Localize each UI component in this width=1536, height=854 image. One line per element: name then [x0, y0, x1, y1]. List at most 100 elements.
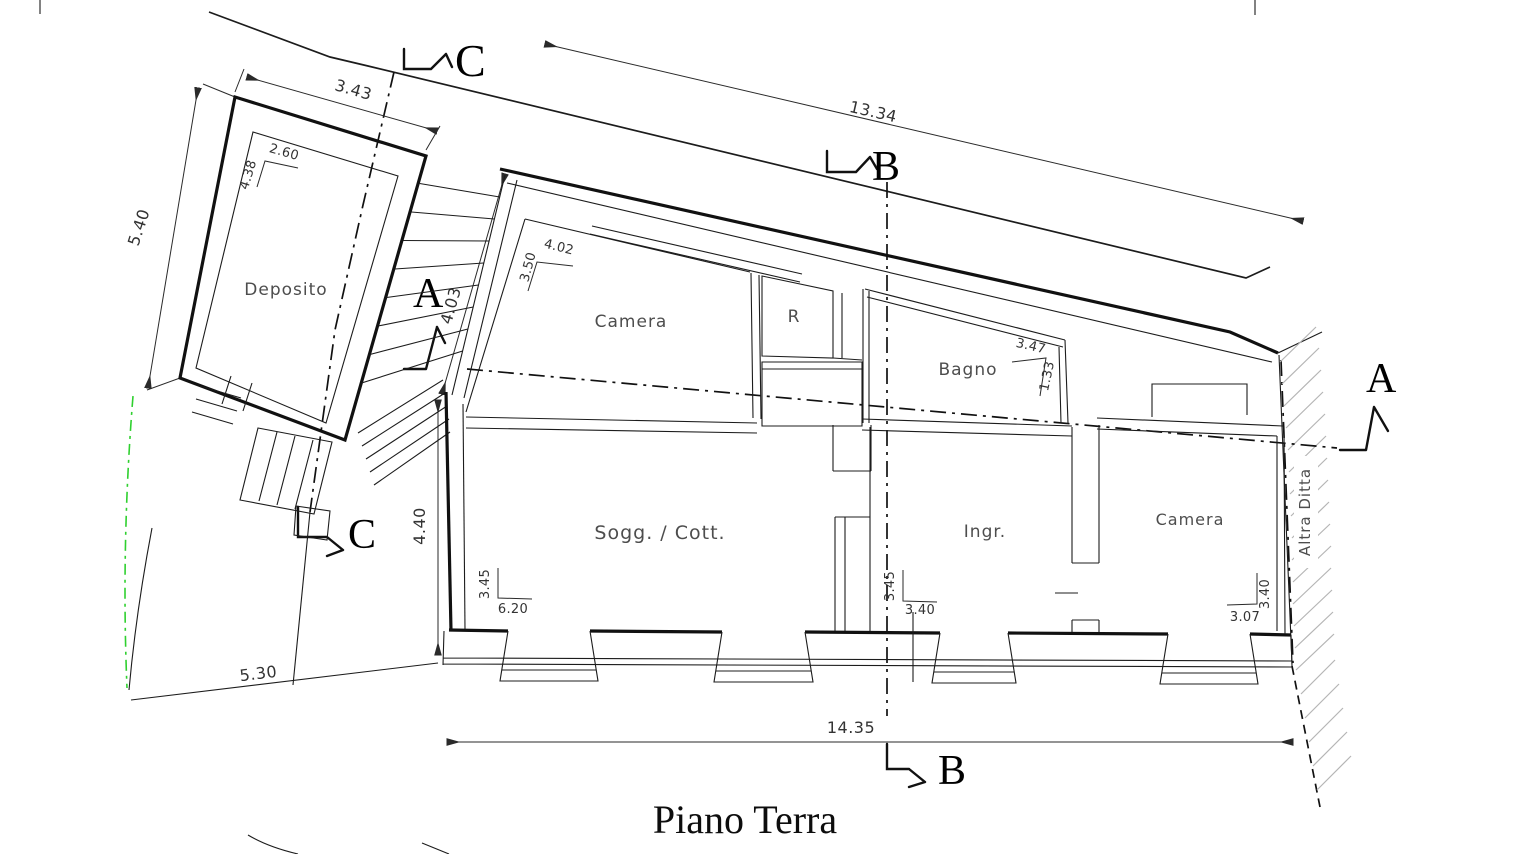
room-camera-lower: Camera 3.40 3.07 [1096, 383, 1286, 635]
camera-lower-bay [1151, 383, 1248, 417]
camera-upper-dim-width: 4.02 [542, 237, 575, 259]
lower-stair-treads-left [258, 431, 314, 510]
west-wall-outer [444, 391, 453, 632]
drawing-title: Piano Terra [653, 797, 837, 842]
site-boundaries [39, 0, 1271, 854]
upper-stair-stringer [451, 174, 518, 399]
lower-stair-treads-right [357, 379, 451, 486]
window-ingresso [931, 632, 1017, 684]
west-wall-inner [462, 403, 466, 630]
camera-upper-glazing [589, 225, 803, 283]
window-soggiorno-2 [713, 631, 814, 683]
north-boundary-line [208, 11, 1271, 279]
bagno-north-wall [864, 288, 1066, 348]
window-camera [1159, 633, 1259, 685]
section-letter-b-bottom: B [938, 748, 966, 794]
camera-r-partition [750, 272, 762, 420]
section-letter-c-bottom: C [348, 512, 376, 558]
room-ingresso: Ingr. 3.45 3.40 [883, 522, 1006, 682]
dim-line-4-03 [438, 172, 509, 396]
deposito-label: Deposito [244, 280, 327, 300]
south-boundary-line [130, 662, 439, 701]
stair-landing [293, 505, 331, 541]
dim-line-3-43 [245, 73, 439, 135]
section-letter-b-top: B [872, 144, 900, 190]
camera-upper-label: Camera [595, 312, 668, 332]
lower-stair-outline-left [239, 427, 333, 515]
external-stairs [239, 174, 518, 541]
bagno-dim-leader [1011, 357, 1047, 397]
bagno-dim-width: 3.47 [1014, 336, 1047, 357]
altra-ditta-label: Altra Ditta [1296, 468, 1314, 556]
ingresso-camera-wall [1055, 425, 1100, 632]
upper-stair-treads [361, 182, 500, 384]
strip-left-edge [1278, 354, 1293, 665]
bagno-label: Bagno [938, 360, 997, 380]
dim-text-14-35: 14.35 [827, 718, 875, 737]
lower-sheet-fragment-arc [247, 834, 299, 854]
section-line-c-extension [292, 511, 311, 686]
bagno-east-wall [1058, 339, 1069, 424]
dim-line-5-40 [144, 86, 202, 390]
camera-upper-dim-depth: 3.50 [517, 251, 539, 284]
north-wall-outer [499, 167, 1279, 355]
bagno-west-wall [862, 289, 870, 423]
ingresso-dim-width: 3.40 [905, 603, 935, 618]
dim-text-13-34: 13.34 [848, 97, 899, 126]
section-letter-a-right: A [1366, 356, 1397, 402]
north-wall-inner [506, 182, 1273, 363]
label-mask [1294, 456, 1318, 568]
deposito-door-ticks [221, 375, 253, 412]
deposito-dim-leader [256, 160, 299, 188]
section-arrow-b-bottom [885, 742, 927, 789]
main-building: Camera 4.02 3.50 R Bagno 3.47 1.33 Sogg.… [442, 167, 1293, 685]
section-arrow-c-bottom [296, 505, 345, 558]
ingresso-dim-depth: 3.45 [883, 571, 898, 601]
soggiorno-label: Sogg. / Cott. [594, 522, 725, 544]
dim-ext-5-40 [146, 83, 236, 391]
curved-boundary-arc [128, 527, 153, 691]
dim-line-13-34 [543, 40, 1305, 225]
dim-text-5-30: 5.30 [238, 662, 278, 685]
room-camera-upper: Camera 4.02 3.50 [465, 218, 803, 420]
southeast-boundary-dashed [1291, 665, 1321, 808]
lower-sheet-fragment-line [421, 842, 450, 854]
ripostiglio-label: R [788, 307, 801, 327]
deposito-outer-walls [178, 94, 428, 443]
dim-ext-3-43 [234, 68, 441, 151]
room-soggiorno: Sogg. / Cott. 3.45 6.20 [478, 522, 725, 617]
middle-spine-wall [465, 416, 1073, 437]
camera-lower-dim-width: 3.07 [1230, 610, 1260, 625]
soggiorno-dim-width: 6.20 [498, 602, 528, 617]
deposito-building: Deposito 2.60 4.38 [178, 94, 428, 443]
deposito-inner-walls [195, 131, 399, 424]
dim-text-5-40: 5.40 [124, 206, 154, 248]
ingresso-label: Ingr. [964, 522, 1006, 542]
camera-upper-walls [465, 218, 751, 413]
soggiorno-dim-leader [497, 568, 533, 600]
room-ripostiglio: R [761, 275, 863, 427]
soggiorno-dim-depth: 3.45 [478, 569, 493, 599]
strip-left-dashdot [1280, 359, 1294, 664]
window-soggiorno-1 [499, 630, 599, 682]
room-bagno: Bagno 3.47 1.33 [862, 288, 1069, 424]
south-wall [448, 628, 1292, 637]
camera-upper-dim-leader [527, 261, 574, 292]
section-letter-c-top: C [455, 35, 486, 86]
camera-lower-label: Camera [1156, 510, 1225, 529]
camera-lower-dim-depth: 3.40 [1258, 579, 1273, 609]
ripostiglio-duct [832, 293, 863, 361]
camera-lower-dim-leader [1226, 573, 1258, 606]
section-arrow-b-top [825, 149, 879, 174]
altra-ditta-strip: Altra Ditta [1277, 326, 1352, 808]
green-property-line [124, 395, 134, 689]
section-arrow-c-top [402, 47, 454, 71]
camera-lower-walls [1096, 417, 1286, 635]
south-facade-lines [442, 630, 1293, 668]
deposito-entry-steps [191, 385, 242, 425]
vestibule-walls [761, 361, 863, 427]
section-line-a [466, 368, 1338, 449]
section-markers: C C A A B B [292, 35, 1397, 794]
